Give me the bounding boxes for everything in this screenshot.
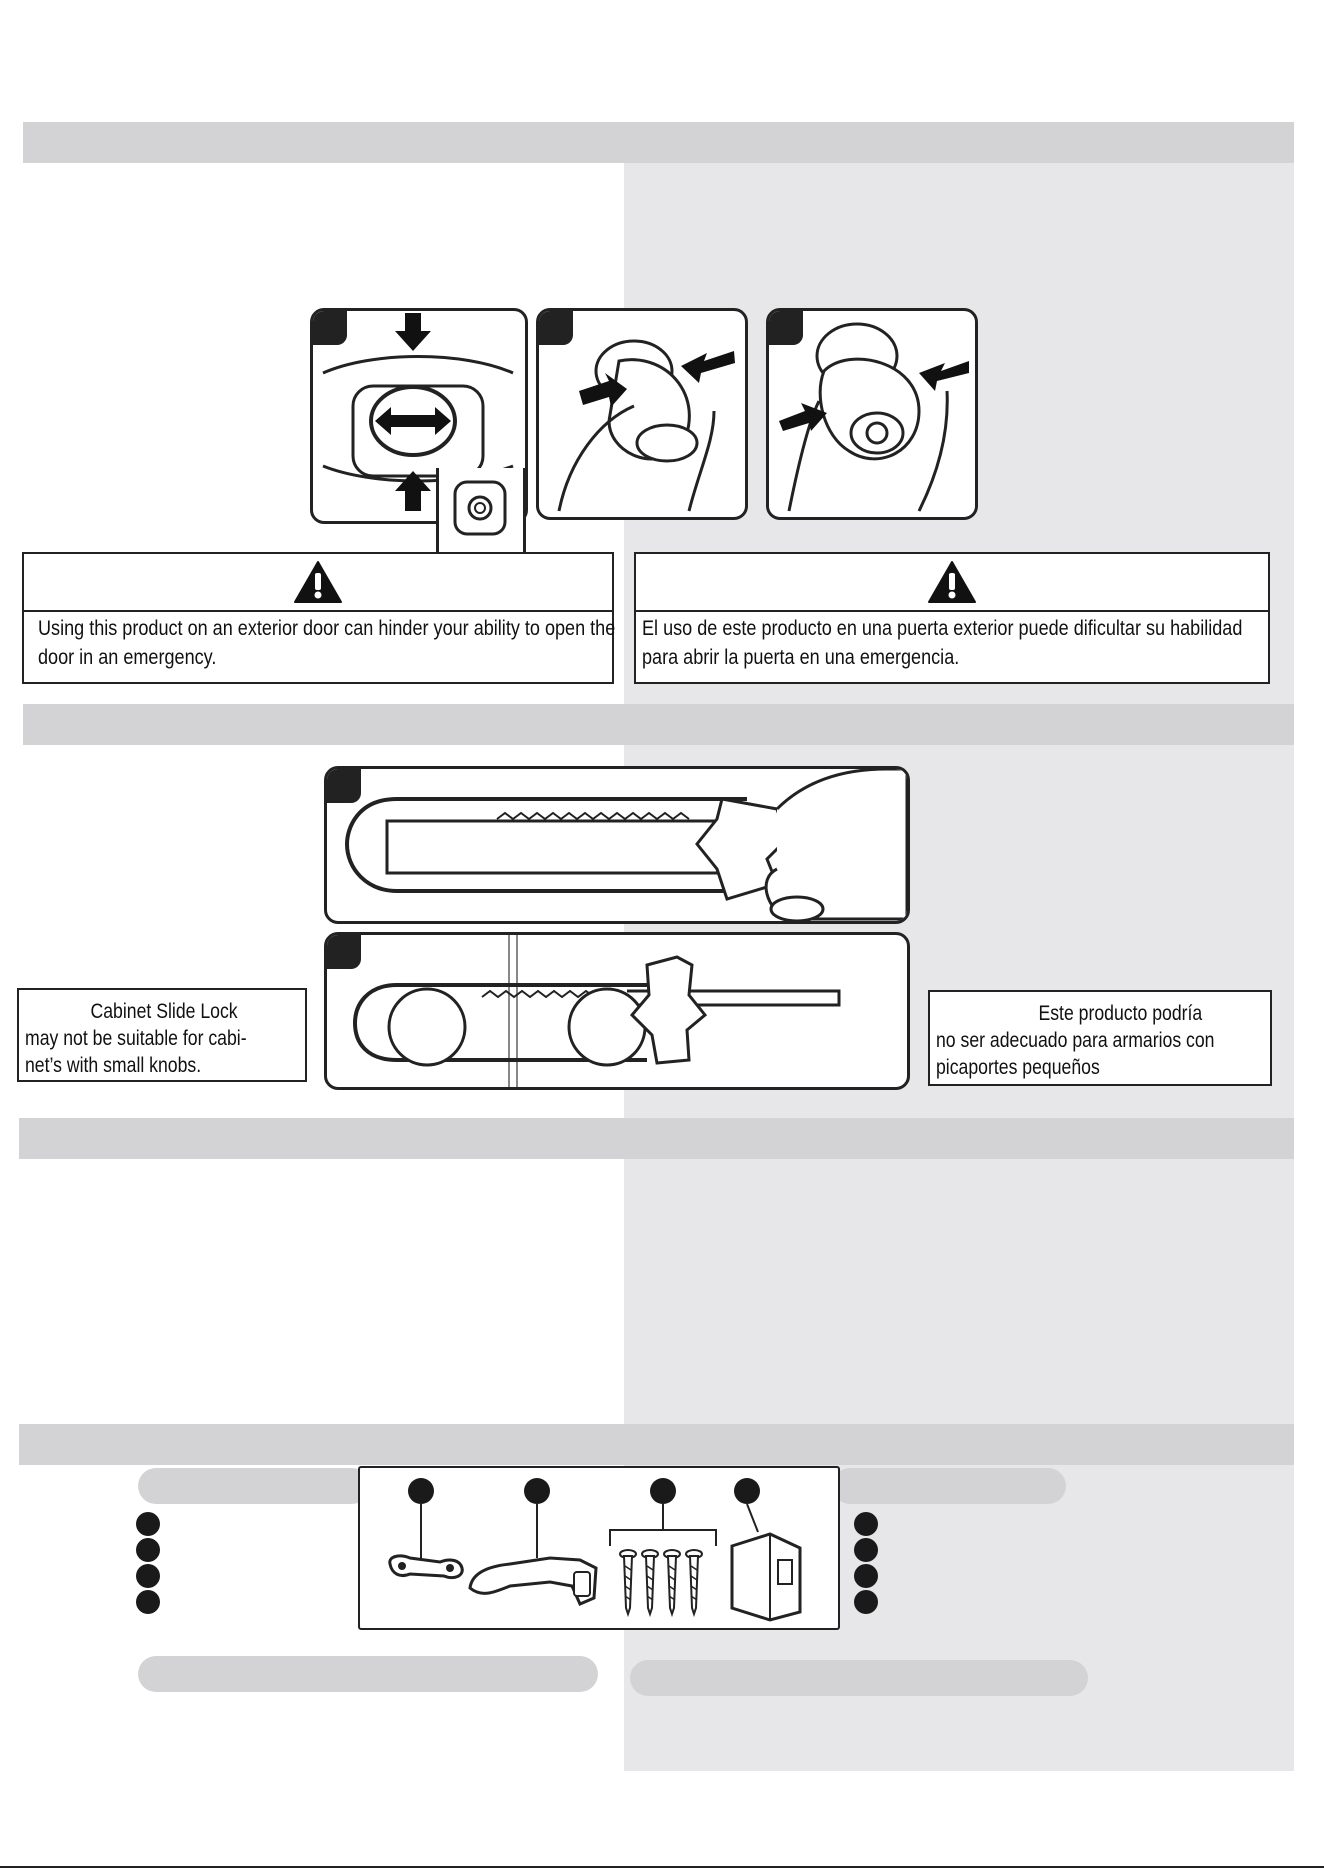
spanish-column-shade-3 (624, 1159, 1294, 1424)
part-letter-marker (136, 1512, 160, 1536)
step-number-marker (539, 311, 573, 345)
step-illustration-3 (766, 308, 978, 520)
knob-cover-assembled-drawing (779, 322, 969, 512)
part-letter-marker (136, 1590, 160, 1614)
part-letter-marker (854, 1512, 878, 1536)
part-letter-marker (854, 1590, 878, 1614)
note-line-1: Este producto podría (1038, 1002, 1203, 1025)
note-line-3: picaportes pequeños (936, 1056, 1100, 1079)
slide-lock-installed-drawing (352, 935, 841, 1087)
warning-header (636, 554, 1268, 612)
section-bar-1 (23, 122, 1294, 163)
step-number-marker (327, 769, 361, 803)
part-letter-marker (854, 1564, 878, 1588)
part-letter-marker (524, 1478, 550, 1504)
knob-cover-squeeze-drawing (322, 313, 514, 511)
step-number-marker (313, 311, 347, 345)
note-text-english: Cabinet Slide Lock may not be suitable f… (25, 998, 308, 1079)
note-text-spanish: Este producto podría no ser adecuado par… (936, 1000, 1273, 1081)
section-bar-2 (23, 704, 1294, 745)
section-bar-4 (19, 1424, 1294, 1465)
warning-text-english: Using this product on an exterior door c… (38, 617, 616, 669)
installation-heading-pill-english (138, 1656, 598, 1692)
part-letter-marker (136, 1564, 160, 1588)
part-letter-marker (650, 1478, 676, 1504)
footer-rule (0, 1866, 1324, 1868)
step-number-marker (769, 311, 803, 345)
step-number-marker (327, 935, 361, 969)
parts-illustration (358, 1466, 840, 1630)
slide-lock-step-2 (324, 932, 910, 1090)
parts-heading-pill-spanish (832, 1468, 1066, 1504)
slide-lock-step-1 (324, 766, 910, 924)
warning-triangle-icon (294, 561, 342, 603)
parts-drawing (388, 1503, 802, 1622)
part-letter-marker (734, 1478, 760, 1504)
warning-triangle-icon (928, 561, 976, 603)
section-bar-3 (19, 1118, 1294, 1159)
parts-heading-pill-english (138, 1468, 370, 1504)
part-letter-marker (854, 1538, 878, 1562)
note-box-spanish: Este producto podría no ser adecuado par… (928, 990, 1272, 1086)
warning-box-english: Using this product on an exterior door c… (22, 552, 615, 684)
note-line-2: may not be suitable for cabi- (25, 1027, 247, 1050)
knob-cover-halves-drawing (557, 339, 735, 512)
note-line-3: net’s with small knobs. (25, 1054, 202, 1077)
installation-heading-pill-spanish (630, 1660, 1088, 1696)
warning-box-spanish: El uso de este producto en una puerta ex… (634, 552, 1270, 684)
step-illustration-2 (536, 308, 748, 520)
note-line-2: no ser adecuado para armarios con (936, 1029, 1215, 1052)
part-letter-marker (408, 1478, 434, 1504)
part-letter-marker (136, 1538, 160, 1562)
step-1-inset-detail (436, 468, 526, 555)
slide-lock-open-drawing (344, 769, 907, 921)
note-box-english: Cabinet Slide Lock may not be suitable f… (17, 988, 307, 1082)
warning-text-spanish: El uso de este producto en una puerta ex… (642, 617, 1243, 669)
note-line-1: Cabinet Slide Lock (90, 1000, 238, 1023)
warning-header (24, 554, 612, 612)
